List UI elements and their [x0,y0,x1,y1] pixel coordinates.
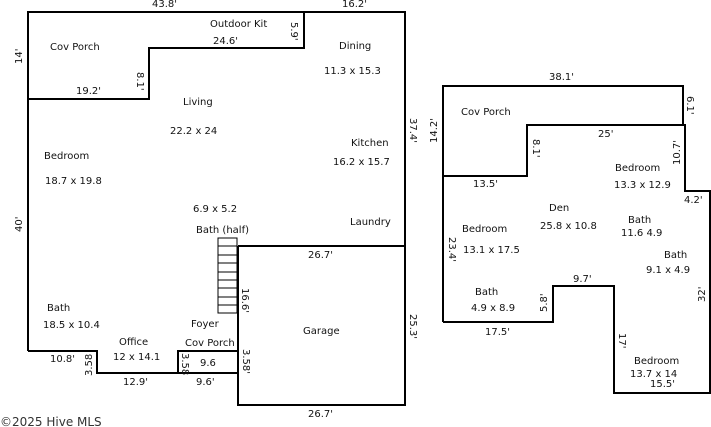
room-label: Office [119,337,148,348]
dim: 13.5' [473,179,498,190]
dim: 19.2' [76,86,101,97]
stairs [217,237,238,314]
porch-wall [28,12,305,100]
room-label: Cov Porch [185,338,235,349]
room-label: Bedroom [462,224,507,235]
room-label: Foyer [191,319,220,330]
dim: 14' [14,49,25,64]
room-label: Dining [339,41,371,52]
room-size: 18.7 x 19.8 [45,176,102,187]
dim: 26.7' [308,409,333,420]
dim: 40' [14,217,25,232]
dim: 9.6 [200,358,216,369]
room-size: 22.2 x 24 [170,126,217,137]
room-size: 4.9 x 8.9 [471,303,515,314]
room-label: Bath [475,287,498,298]
dim: 10.7' [672,140,683,165]
dim: 12.9' [123,377,148,388]
dim: 3.58 [179,353,190,375]
room-label: Kitchen [351,138,389,149]
upper-dimensions: 38.1' 14.2' 6.1' 8.1' 13.5' 25' 10.7' 4.… [429,72,708,390]
upper-porch-wall [443,124,711,192]
room-label: Living [183,97,213,108]
room-label: Cov Porch [461,107,511,118]
dim: 25.3' [407,314,418,339]
upper-outer-wall [442,85,684,322]
dim: 4.2' [684,195,703,206]
dim: 17' [616,333,627,348]
front-porch-wall [177,350,238,373]
dim: 9.7' [573,274,592,285]
room-label: Bath [628,215,651,226]
room-label: Bath (half) [196,225,249,236]
room-size: 6.9 x 5.2 [193,204,237,215]
dim: 23.4' [446,237,457,262]
upper-rooms: Cov Porch Bedroom 13.3 x 12.9 Den 25.8 x… [461,107,690,380]
room-label: Laundry [350,217,391,228]
room-size: 9.1 x 4.9 [646,265,690,276]
room-size: 16.2 x 15.7 [333,157,390,168]
dim: 10.8' [50,354,75,365]
room-label: Bedroom [634,356,679,367]
dim: 6.1' [684,96,695,115]
dim: 43.8' [152,0,177,10]
upper-bottom-wall [443,285,711,394]
room-label: Bedroom [44,151,89,162]
room-label: Bath [664,250,687,261]
dim: 5.9' [288,22,299,41]
dim: 37.4' [407,118,418,143]
dim: 38.1' [549,72,574,83]
dim: 16.6' [239,288,250,313]
main-dimensions: 43.8' 16.2' 14' 8.1' 19.2' 24.6' 5.9' 40… [14,0,418,420]
dim: 25' [598,129,613,140]
main-rooms: Cov Porch Outdoor Kit Dining 11.3 x 15.3… [43,19,391,363]
dim: 24.6' [213,36,238,47]
copyright-watermark: ©2025 Hive MLS [0,415,102,427]
room-size: 13.1 x 17.5 [463,245,520,256]
dim: 32' [697,287,708,302]
room-label: Den [549,203,569,214]
dim: 16.2' [342,0,367,10]
dim: 14.2' [429,118,440,143]
main-outer-wall [27,11,406,351]
room-size: 11.6 4.9 [621,228,662,239]
dim: 8.1' [530,139,541,158]
dim: 8.1' [134,72,145,91]
dim: 26.7' [308,250,333,261]
room-size: 11.3 x 15.3 [324,66,381,77]
room-size: 25.8 x 10.8 [540,221,597,232]
dim: 9.6' [196,377,215,388]
room-label: Bath [47,303,70,314]
room-label: Outdoor Kit [210,19,267,30]
room-label: Bedroom [615,163,660,174]
room-label: Cov Porch [50,42,100,53]
room-label: Garage [303,326,340,337]
room-size: 18.5 x 10.4 [43,320,100,331]
dim: 5.8' [539,293,550,312]
main-floor-walls [27,11,406,406]
room-size: 13.7 x 14 [630,369,677,380]
upper-floor-walls [442,85,711,394]
dim: 3.58 [84,354,95,376]
room-size: 12 x 14.1 [113,352,160,363]
bottom-wall [28,350,238,374]
room-size: 13.3 x 12.9 [614,180,671,191]
dim: 15.5' [650,379,675,390]
dim: 17.5' [485,327,510,338]
dim: 3.58' [240,349,251,374]
